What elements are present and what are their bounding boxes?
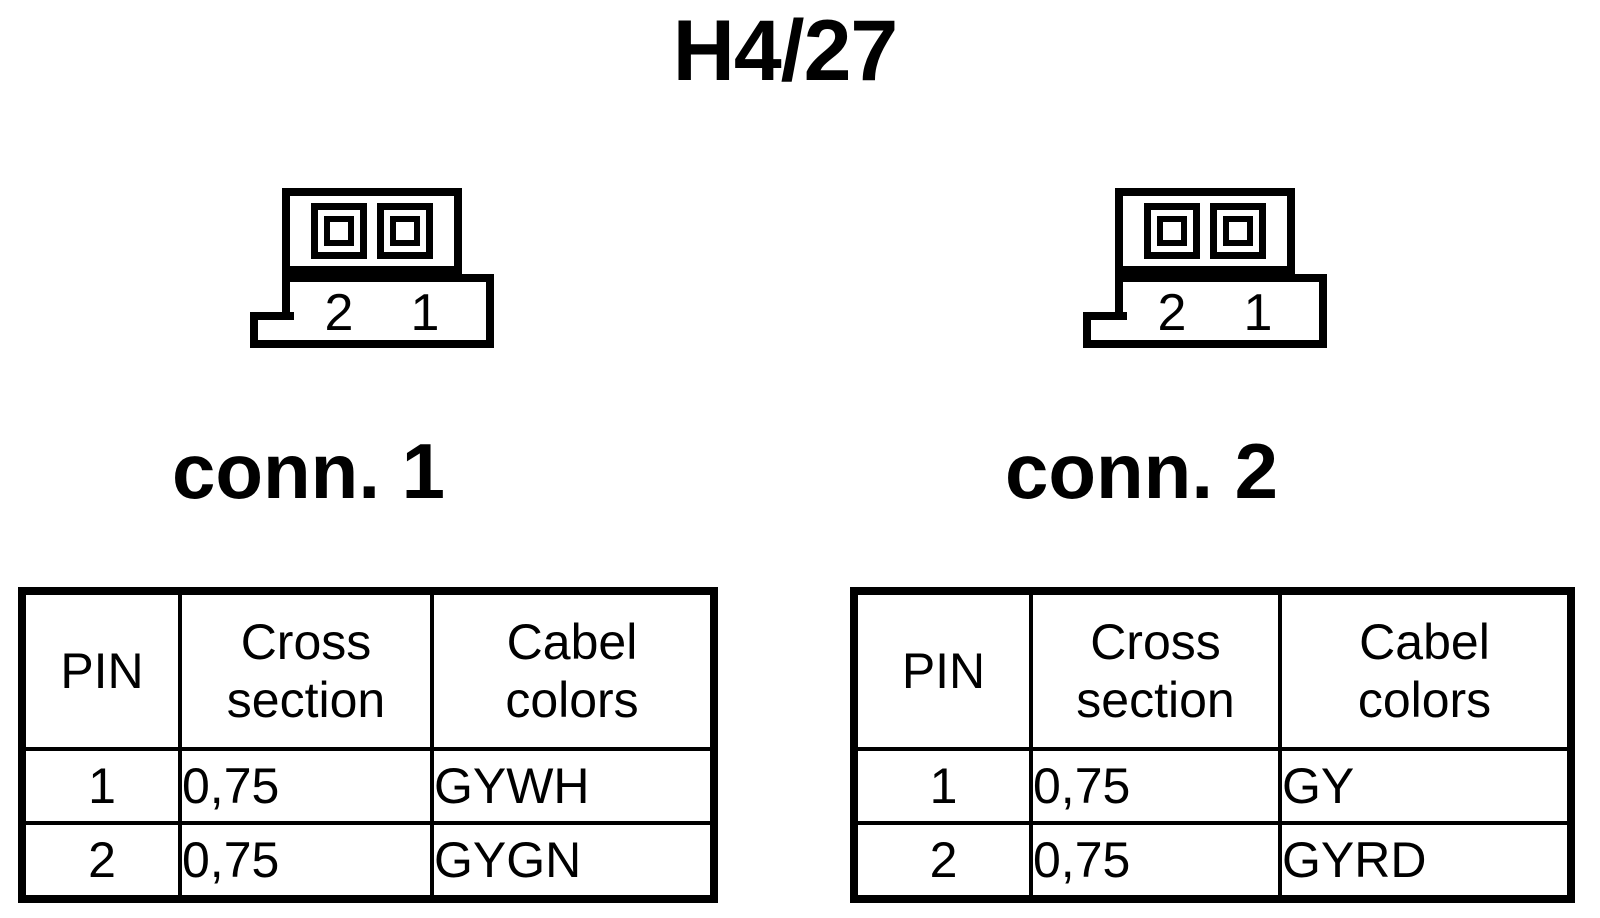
cell-cross-section: 0,75 (178, 747, 434, 825)
cell-cable-colors: GYGN (430, 821, 716, 901)
pin-contact-core-icon (390, 216, 420, 246)
pin-contact-icon (1210, 203, 1266, 259)
connector-pin-number-left: 2 (324, 284, 354, 342)
table-header-row: PIN Cross section Cabel colors (852, 589, 1573, 751)
cell-pin: 2 (20, 821, 182, 901)
connector-2-caption: conn. 2 (1005, 427, 1279, 515)
cell-cross-section: 0,75 (1029, 747, 1282, 825)
pin-contact-core-icon (324, 216, 354, 246)
column-header-cross-section-line2: section (226, 672, 386, 728)
cell-cross-section: 0,75 (178, 821, 434, 901)
cell-pin: 1 (20, 747, 182, 825)
pin-contact-icon (377, 203, 433, 259)
table-header-row: PIN Cross section Cabel colors (20, 589, 716, 751)
column-header-pin: PIN (852, 589, 1033, 751)
pin-contact-core-icon (1223, 216, 1253, 246)
cell-cross-section: 0,75 (1029, 821, 1282, 901)
cell-pin: 2 (852, 821, 1033, 901)
column-header-cross-section-line1: Cross (240, 614, 372, 670)
column-header-cable-colors-line2: colors (1357, 672, 1492, 728)
pin-contact-core-icon (1157, 216, 1187, 246)
cell-pin: 1 (852, 747, 1033, 825)
connector-pin-number-right: 1 (410, 284, 440, 342)
column-header-cross-section: Cross section (178, 589, 434, 751)
connector-pin-number-right: 1 (1243, 284, 1273, 342)
column-header-cross-section: Cross section (1029, 589, 1282, 751)
connector-symbol-2: 2 1 (1075, 188, 1335, 348)
connector-housing-bottom-2: 2 1 (1115, 274, 1327, 348)
pin-contact-icon (311, 203, 367, 259)
column-header-cable-colors: Cabel colors (1278, 589, 1573, 751)
table-row: 2 0,75 GYRD (852, 821, 1573, 901)
table-row: 1 0,75 GYWH (20, 747, 716, 825)
connector-1-caption: conn. 1 (172, 427, 446, 515)
connector-latch-tab-icon (1083, 312, 1127, 348)
cell-cable-colors: GYRD (1278, 821, 1573, 901)
table-row: 1 0,75 GY (852, 747, 1573, 825)
connector-symbol-1: 2 1 (242, 188, 502, 348)
pin-table-conn-2: PIN Cross section Cabel colors 1 0,75 GY… (850, 587, 1575, 903)
connector-pin-number-left: 2 (1157, 284, 1187, 342)
cell-cable-colors: GYWH (430, 747, 716, 825)
connector-housing-top-2 (1115, 188, 1295, 274)
column-header-cross-section-line2: section (1076, 672, 1235, 728)
column-header-cable-colors-line2: colors (505, 672, 639, 728)
cell-cable-colors: GY (1278, 747, 1573, 825)
column-header-cable-colors-line1: Cabel (1359, 614, 1490, 670)
pin-table-conn-1: PIN Cross section Cabel colors 1 0,75 GY… (18, 587, 718, 903)
connector-housing-top-1 (282, 188, 462, 274)
page-title: H4/27 (672, 3, 899, 99)
pin-contact-icon (1144, 203, 1200, 259)
column-header-cable-colors-line1: Cabel (506, 614, 638, 670)
connector-latch-tab-icon (250, 312, 294, 348)
column-header-cable-colors: Cabel colors (430, 589, 716, 751)
table-row: 2 0,75 GYGN (20, 821, 716, 901)
column-header-pin: PIN (20, 589, 182, 751)
connector-housing-bottom-1: 2 1 (282, 274, 494, 348)
column-header-cross-section-line1: Cross (1090, 614, 1221, 670)
